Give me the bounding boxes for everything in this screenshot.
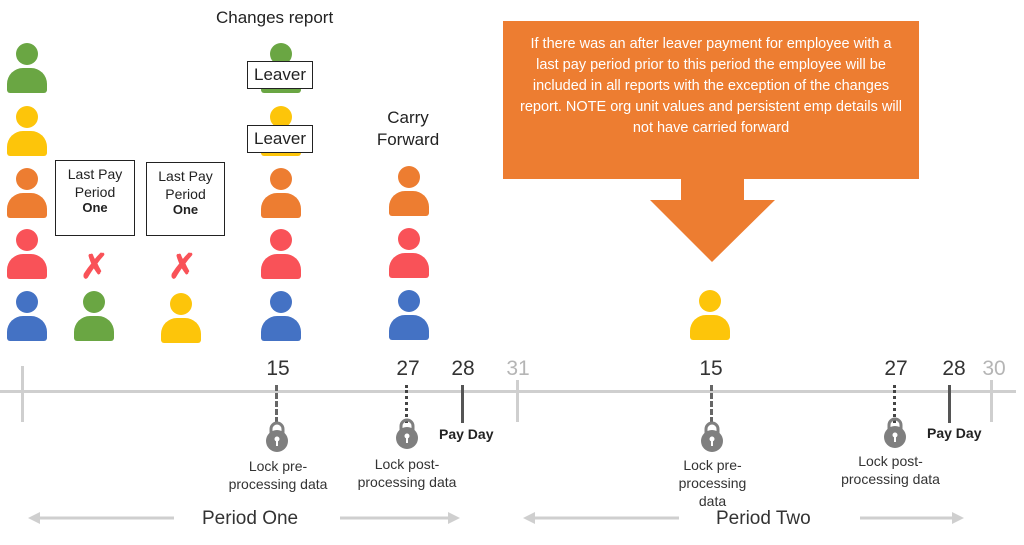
- lock-pre-caption: Lock pre-processing data: [678, 457, 747, 509]
- lock-connector: [405, 385, 408, 423]
- day-27: 27: [884, 357, 908, 380]
- person-icon-yellow: [161, 293, 201, 343]
- carry-forward-text: Carry Forward: [376, 108, 440, 149]
- lock-icon: [701, 421, 723, 452]
- person-icon-green: [74, 291, 114, 341]
- lock-post-caption: Lock post-processing data: [841, 453, 940, 487]
- timeline-tick: [516, 380, 519, 422]
- person-icon-blue: [7, 291, 47, 341]
- day-28: 28: [451, 357, 475, 380]
- arrow-left-icon: [523, 512, 679, 524]
- person-icon-orange: [7, 168, 47, 218]
- pay-day-label: Pay Day: [927, 425, 982, 441]
- day-15: 15: [266, 357, 290, 380]
- leaver-label-green: Leaver: [247, 61, 313, 89]
- last-pay-period-text: Last Pay Period: [158, 168, 213, 202]
- callout-arrow-icon: [650, 178, 775, 262]
- period-two-label: Period Two: [716, 508, 811, 529]
- day-15: 15: [699, 357, 723, 380]
- person-icon-blue: [261, 291, 301, 341]
- lock-post-caption: Lock post-processing data: [357, 456, 457, 490]
- callout-box: If there was an after leaver payment for…: [503, 21, 919, 179]
- cross-icon: ✗: [168, 248, 197, 286]
- timeline-axis: [0, 390, 1016, 393]
- last-pay-period-number: One: [172, 202, 199, 217]
- payday-marker: [461, 385, 464, 423]
- last-pay-period-number: One: [82, 200, 108, 215]
- person-icon-orange: [261, 168, 301, 218]
- person-icon-yellow: [7, 106, 47, 156]
- last-pay-period-box-green: Last Pay Period One: [55, 160, 135, 236]
- changes-report-title: Changes report: [216, 8, 334, 27]
- day-31: 31: [506, 357, 530, 380]
- timeline-tick: [990, 380, 993, 422]
- person-icon-blue: [389, 290, 429, 340]
- callout-text: If there was an after leaver payment for…: [519, 36, 902, 136]
- lock-connector: [893, 385, 896, 423]
- arrow-right-icon: [860, 512, 964, 524]
- day-28: 28: [942, 357, 966, 380]
- pay-day-label: Pay Day: [439, 426, 494, 442]
- leaver-label-yellow: Leaver: [247, 125, 313, 153]
- person-icon-green: [7, 43, 47, 93]
- carry-forward-label: Carry Forward: [368, 107, 448, 151]
- person-icon-yellow: [690, 290, 730, 340]
- day-30: 30: [982, 357, 1006, 380]
- cross-icon: ✗: [80, 248, 109, 286]
- lock-pre-caption: Lock pre-processing data: [228, 458, 328, 492]
- last-pay-period-box-yellow: Last Pay Period One: [146, 162, 225, 236]
- arrow-left-icon: [28, 512, 174, 524]
- lock-connector: [710, 385, 713, 423]
- lock-icon: [884, 417, 906, 448]
- last-pay-period-text: Last Pay Period: [67, 166, 123, 200]
- person-icon-red: [7, 229, 47, 279]
- person-icon-orange: [389, 166, 429, 216]
- person-icon-red: [261, 229, 301, 279]
- period-one-label: Period One: [202, 508, 299, 529]
- lock-connector: [275, 385, 278, 423]
- timeline-tick: [21, 366, 24, 422]
- lock-icon: [396, 418, 418, 449]
- lock-icon: [266, 421, 288, 452]
- arrow-right-icon: [340, 512, 460, 524]
- day-27: 27: [396, 357, 420, 380]
- payday-marker: [948, 385, 951, 423]
- person-icon-red: [389, 228, 429, 278]
